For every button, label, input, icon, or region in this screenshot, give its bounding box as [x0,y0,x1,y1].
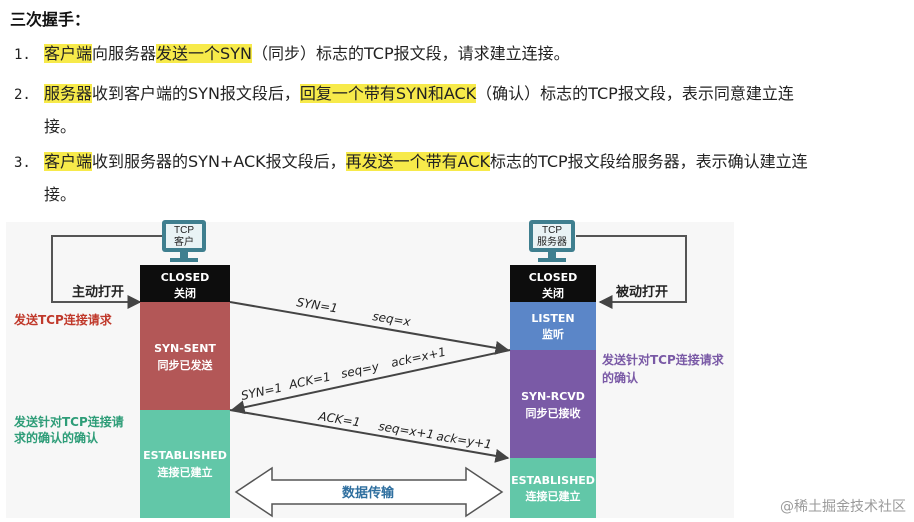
client-closed-cn: 关闭 [174,286,196,300]
client-established-cn: 连接已建立 [158,465,213,479]
highlight-reply-syn-ack: 回复一个带有SYN和ACK [299,84,477,103]
step-number: 2. [14,87,31,103]
ack-arrow [229,409,510,463]
data-transfer-arrow [234,466,504,518]
msg1-syn: SYN=1 [296,295,339,315]
server-state-established [510,458,596,518]
server-note-line1: 发送针对TCP连接请求 [601,352,725,367]
server-syn-rcvd-cn: 同步已接收 [526,406,581,420]
active-open-label: 主动打开 [72,284,124,300]
step-text: 收到客户端的SYN报文段后， [92,84,300,103]
highlight-server: 服务器 [44,84,93,103]
step-text: （同步）标志的TCP报文段，请求建立连接。 [251,44,570,63]
client-state-established [140,410,230,518]
server-state-closed [510,265,596,302]
passive-open-label: 被动打开 [615,284,668,300]
client-syn-sent-label: SYN-SENT [154,342,216,355]
active-open-arrow [51,235,162,309]
server-pc-line1: TCP [542,225,562,236]
client-syn-sent-cn: 同步已发送 [158,358,214,372]
msg1-seq: seq=x [372,309,413,329]
diagram-background [6,222,734,518]
highlight-client: 客户端 [44,152,93,171]
msg3-ack: ACK=1 [317,409,362,430]
three-way-handshake-diagram: TCP 客户 TCP 服务器 主动打开 被动打开 CLOSED 关闭 SYN-S… [6,220,734,518]
client-state-closed [140,265,230,302]
step-text: 收到服务器的SYN+ACK报文段后， [92,152,346,171]
step-2: 2. 服务器收到客户端的SYN报文段后，回复一个带有SYN和ACK（确认）标志的T… [14,78,904,143]
step-number: 3. [14,155,31,171]
step-text: （确认）标志的TCP报文段，表示同意建立连 [476,84,794,103]
client-note-ack-ack-line1: 发送针对TCP连接请 [13,414,124,429]
client-established-label: ESTABLISHED [143,449,227,462]
server-state-syn-rcvd [510,350,596,458]
step-number: 1. [14,47,31,63]
step-text: 标志的TCP报文段给服务器，表示确认建立连 [490,152,808,171]
highlight-client: 客户端 [44,44,93,63]
server-pc-line2: 服务器 [537,235,567,248]
step-continuation: 接。 [44,117,77,136]
step-1: 1. 客户端向服务器发送一个SYN（同步）标志的TCP报文段，请求建立连接。 [14,38,904,71]
server-syn-rcvd-label: SYN-RCVD [521,390,585,403]
client-state-syn-sent [140,302,230,410]
highlight-send-syn: 发送一个SYN [156,44,252,63]
server-note-line2: 的确认 [602,370,639,385]
client-pc-line1: TCP [174,225,194,236]
client-closed-label: CLOSED [161,271,210,284]
server-closed-label: CLOSED [529,271,578,284]
server-established-cn: 连接已建立 [526,489,581,503]
server-computer-icon: TCP 服务器 [529,220,575,262]
data-transfer-label: 数据传输 [342,485,395,501]
client-pc-line2: 客户 [174,235,194,248]
syn-arrow [229,301,510,355]
step-continuation: 接。 [44,185,77,204]
client-note-ack-ack-line2: 求的确认的确认 [14,430,99,445]
client-note-send-request: 发送TCP连接请求 [13,312,113,327]
highlight-send-ack: 再发送一个带有ACK [345,152,490,171]
server-state-listen [510,302,596,350]
watermark: @稀土掘金技术社区 [780,499,906,515]
step-text: 向服务器 [92,44,157,63]
passive-open-arrow [576,235,687,309]
server-listen-cn: 监听 [542,327,564,341]
heading: 三次握手： [10,10,91,29]
server-listen-label: LISTEN [531,312,574,325]
step-3: 3. 客户端收到服务器的SYN+ACK报文段后，再发送一个带有ACK标志的TCP报… [14,146,904,211]
server-established-label: ESTABLISHED [511,474,595,487]
server-closed-cn: 关闭 [542,286,564,300]
syn-ack-arrow [230,349,511,415]
client-computer-icon: TCP 客户 [162,220,206,262]
